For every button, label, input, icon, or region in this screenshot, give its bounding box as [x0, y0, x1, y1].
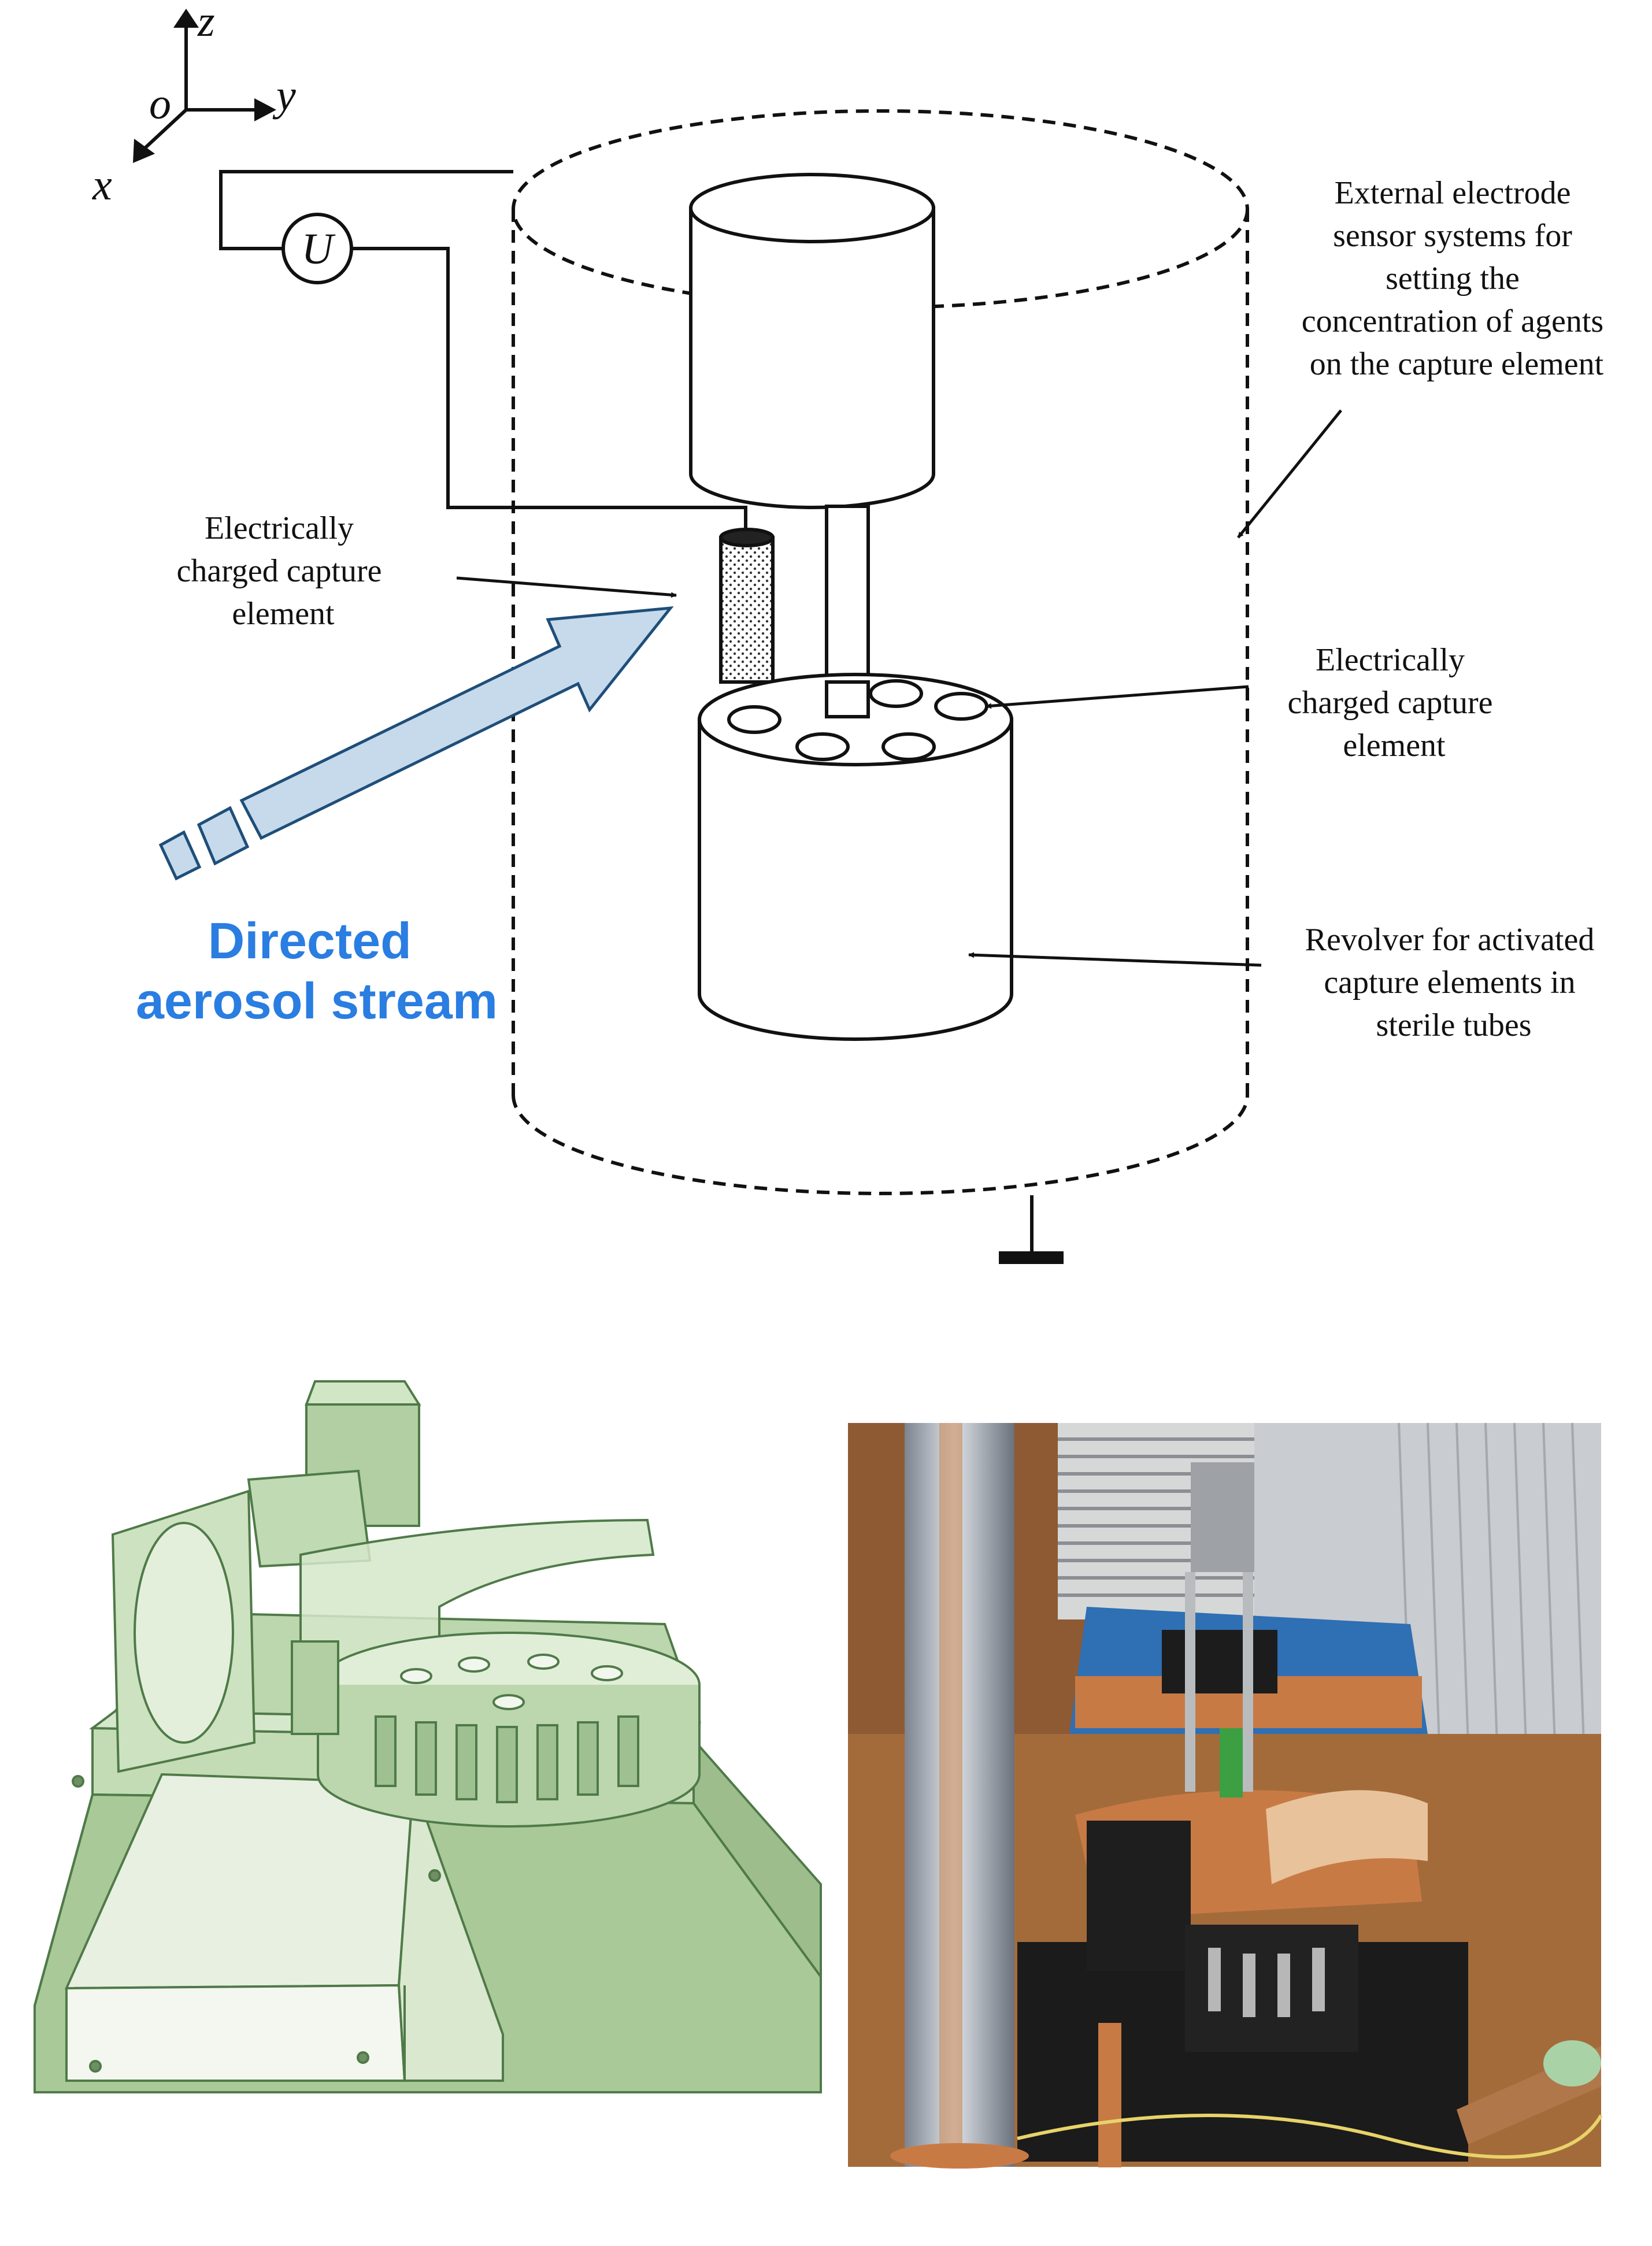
arrow-capture-left	[456, 576, 677, 598]
arrow-revolver	[968, 952, 1262, 967]
aerosol-arrow	[158, 606, 674, 881]
voltage-label: U	[302, 225, 336, 273]
label-capture-right: Electrically charged capture element	[1288, 642, 1501, 764]
device-photograph	[848, 1422, 1603, 2169]
x-axis-arrowhead	[133, 139, 155, 163]
axis-label-origin: o	[149, 80, 171, 128]
label-revolver: Revolver for activated capture elements …	[1305, 922, 1603, 1043]
voltage-source-circuit	[219, 170, 747, 532]
ground-symbol	[999, 1195, 1064, 1264]
rotor-shaft-lower	[825, 680, 870, 718]
arrow-capture-right	[986, 685, 1249, 709]
arrow-external-electrode	[1237, 409, 1342, 539]
voltage-source	[281, 213, 353, 284]
axis-label-y: y	[272, 71, 296, 120]
revolver-drum	[698, 673, 1013, 1041]
label-capture-left: Electrically charged capture element	[177, 510, 390, 632]
axis-label-x: x	[92, 161, 112, 209]
pointer-arrows	[456, 409, 1342, 967]
schematic: z y x o U	[92, 0, 1612, 1264]
axis-label-z: z	[197, 0, 215, 46]
y-axis-arrowhead	[254, 98, 276, 121]
z-axis-arrowhead	[173, 9, 199, 28]
cad-model-render	[34, 1380, 822, 2093]
capture-element	[719, 528, 775, 684]
label-external-electrode: External electrode sensor systems for se…	[1302, 175, 1612, 382]
label-aerosol-stream: Directed aerosol stream	[136, 912, 498, 1029]
upper-cylinder	[689, 173, 935, 509]
